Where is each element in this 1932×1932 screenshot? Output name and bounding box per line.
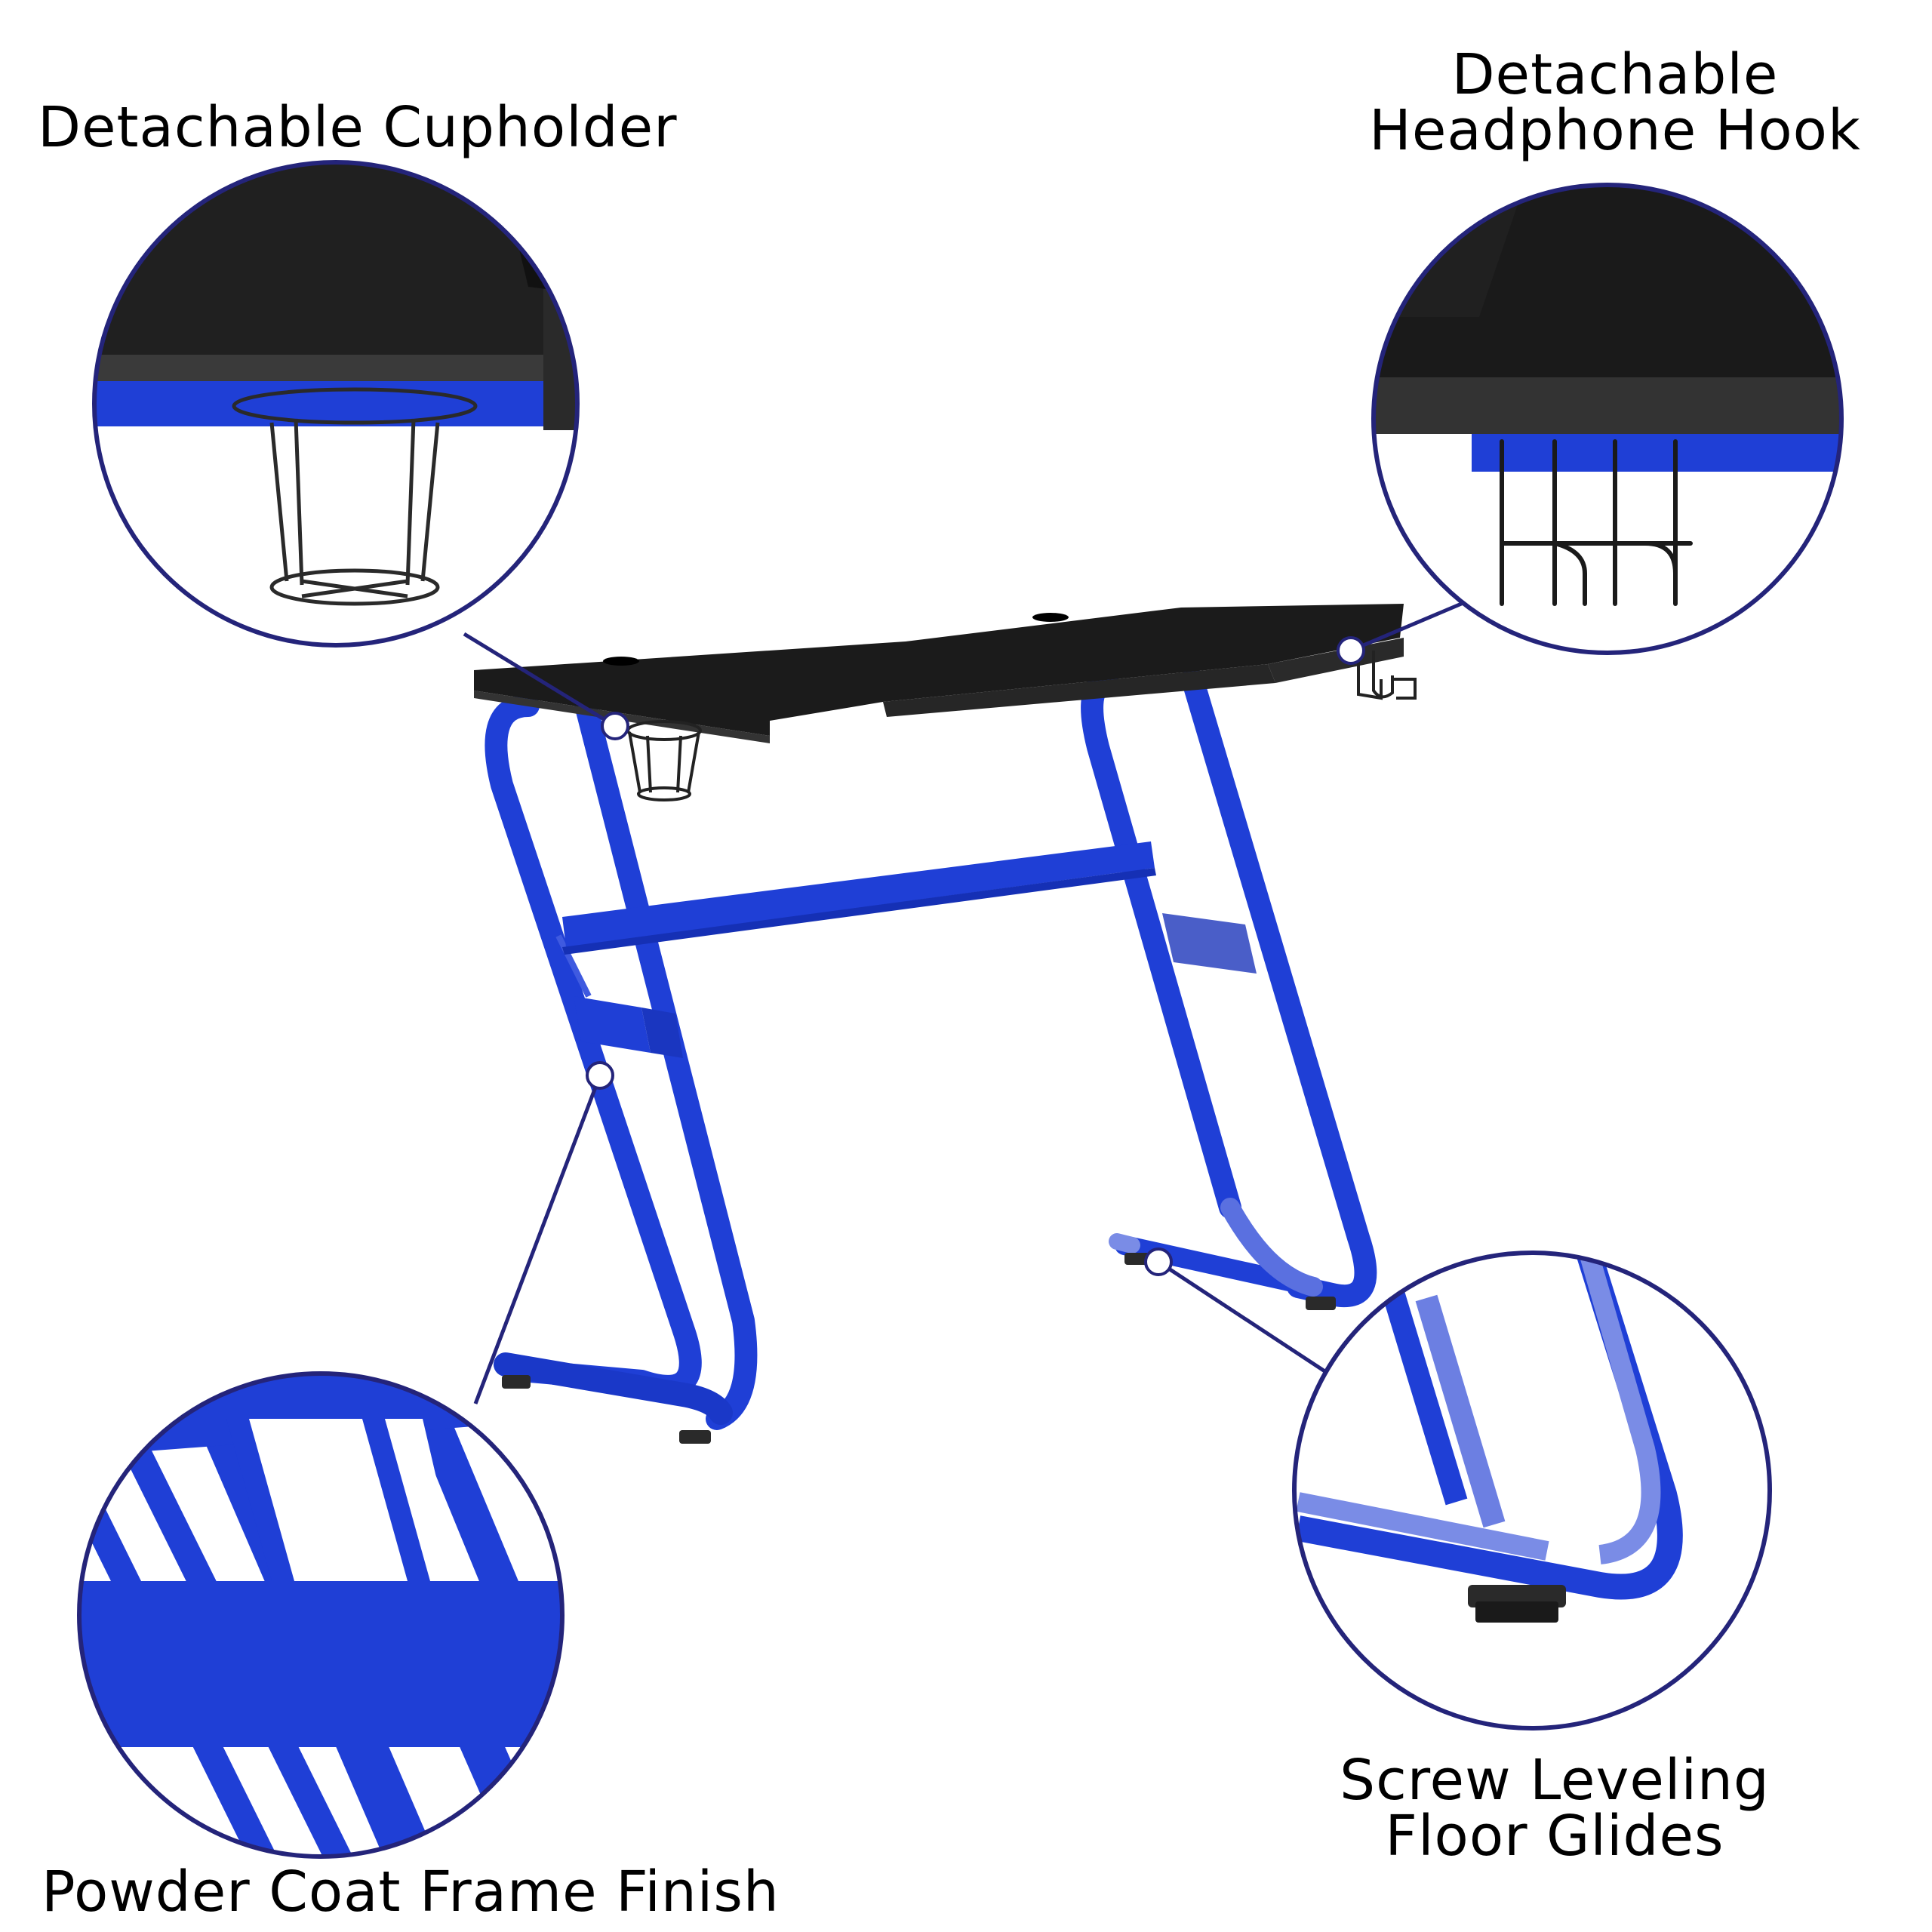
left-front-glide xyxy=(502,1375,531,1389)
left-back-glide xyxy=(679,1430,711,1444)
cupholder-label-line1: Detachable Cupholder xyxy=(38,95,678,160)
floor-glides-callout-label: Screw Leveling Floor Glides xyxy=(1283,1752,1826,1864)
crossbar xyxy=(562,841,1155,947)
right-front-glide xyxy=(1124,1253,1150,1265)
headphone-label-line2: Headphone Hook xyxy=(1369,98,1861,163)
frame-finish-label-line1: Powder Coat Frame Finish xyxy=(42,1860,780,1924)
headphone-hook-small xyxy=(1357,649,1417,700)
cupholder-small xyxy=(626,720,702,801)
headphone-label-line1: Detachable xyxy=(1451,42,1779,107)
headphone-hook-detail-circle xyxy=(1371,183,1844,655)
floor-glides-label-line1: Screw Leveling xyxy=(1340,1748,1770,1813)
gaming-desk xyxy=(474,604,1417,1444)
floor-glides-detail-circle xyxy=(1292,1251,1772,1730)
floor-glides-label-line2: Floor Glides xyxy=(1385,1804,1724,1869)
callout-dots xyxy=(586,636,1365,1276)
cupholder-callout-label: Detachable Cupholder xyxy=(38,100,678,155)
frame-finish-callout-label: Powder Coat Frame Finish xyxy=(42,1864,780,1920)
left-leg xyxy=(485,691,758,1430)
headphone-hook-callout-label: Detachable Headphone Hook xyxy=(1351,47,1879,158)
right-back-glide xyxy=(1306,1297,1336,1310)
right-leg xyxy=(1081,668,1377,1308)
cupholder-detail-circle xyxy=(92,160,580,648)
callout-connectors xyxy=(463,594,1480,1404)
frame-finish-detail-circle xyxy=(77,1371,565,1859)
